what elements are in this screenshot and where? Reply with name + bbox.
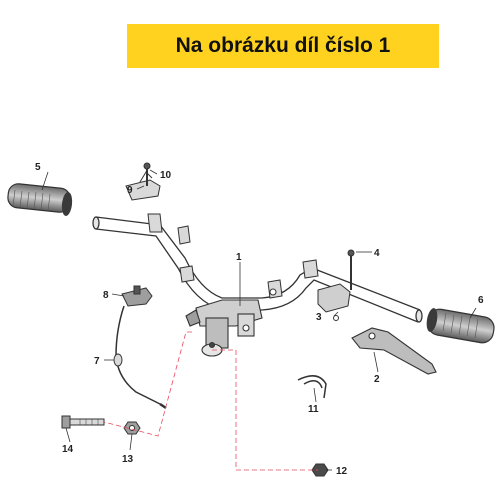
callout-7: 7 (94, 356, 100, 367)
callout-11: 11 (308, 404, 319, 415)
callout-4: 4 (374, 248, 380, 259)
nut-12 (311, 463, 329, 477)
right-grip (426, 308, 495, 344)
callout-2: 2 (374, 374, 380, 385)
pipe-brackets (147, 213, 319, 299)
callout-9: 9 (127, 185, 133, 196)
assembly-lines (103, 331, 318, 471)
right-switch-housing (317, 249, 355, 321)
wire-clip (297, 375, 327, 399)
callout-1: 1 (236, 252, 242, 263)
callout-6: 6 (478, 295, 484, 306)
callout-13: 13 (122, 454, 134, 465)
title-text: Na obrázku díl číslo 1 (175, 34, 391, 57)
callout-3: 3 (316, 312, 322, 323)
callout-12: 12 (336, 466, 348, 477)
throttle-cable (113, 285, 167, 410)
callout-10: 10 (160, 170, 172, 181)
top-clamp (125, 162, 161, 201)
callout-14: 14 (62, 444, 74, 455)
callout-5: 5 (35, 162, 41, 173)
leader-lines (41, 169, 477, 471)
callout-labels: 1 2 3 4 5 6 7 8 9 10 11 12 13 14 (35, 162, 484, 477)
left-grip (7, 183, 73, 216)
callout-8: 8 (103, 290, 109, 301)
center-clamp (185, 299, 263, 357)
bolt-and-nut (61, 415, 141, 435)
brake-lever (351, 327, 437, 375)
title-banner: Na obrázku díl číslo 1 (127, 24, 439, 68)
